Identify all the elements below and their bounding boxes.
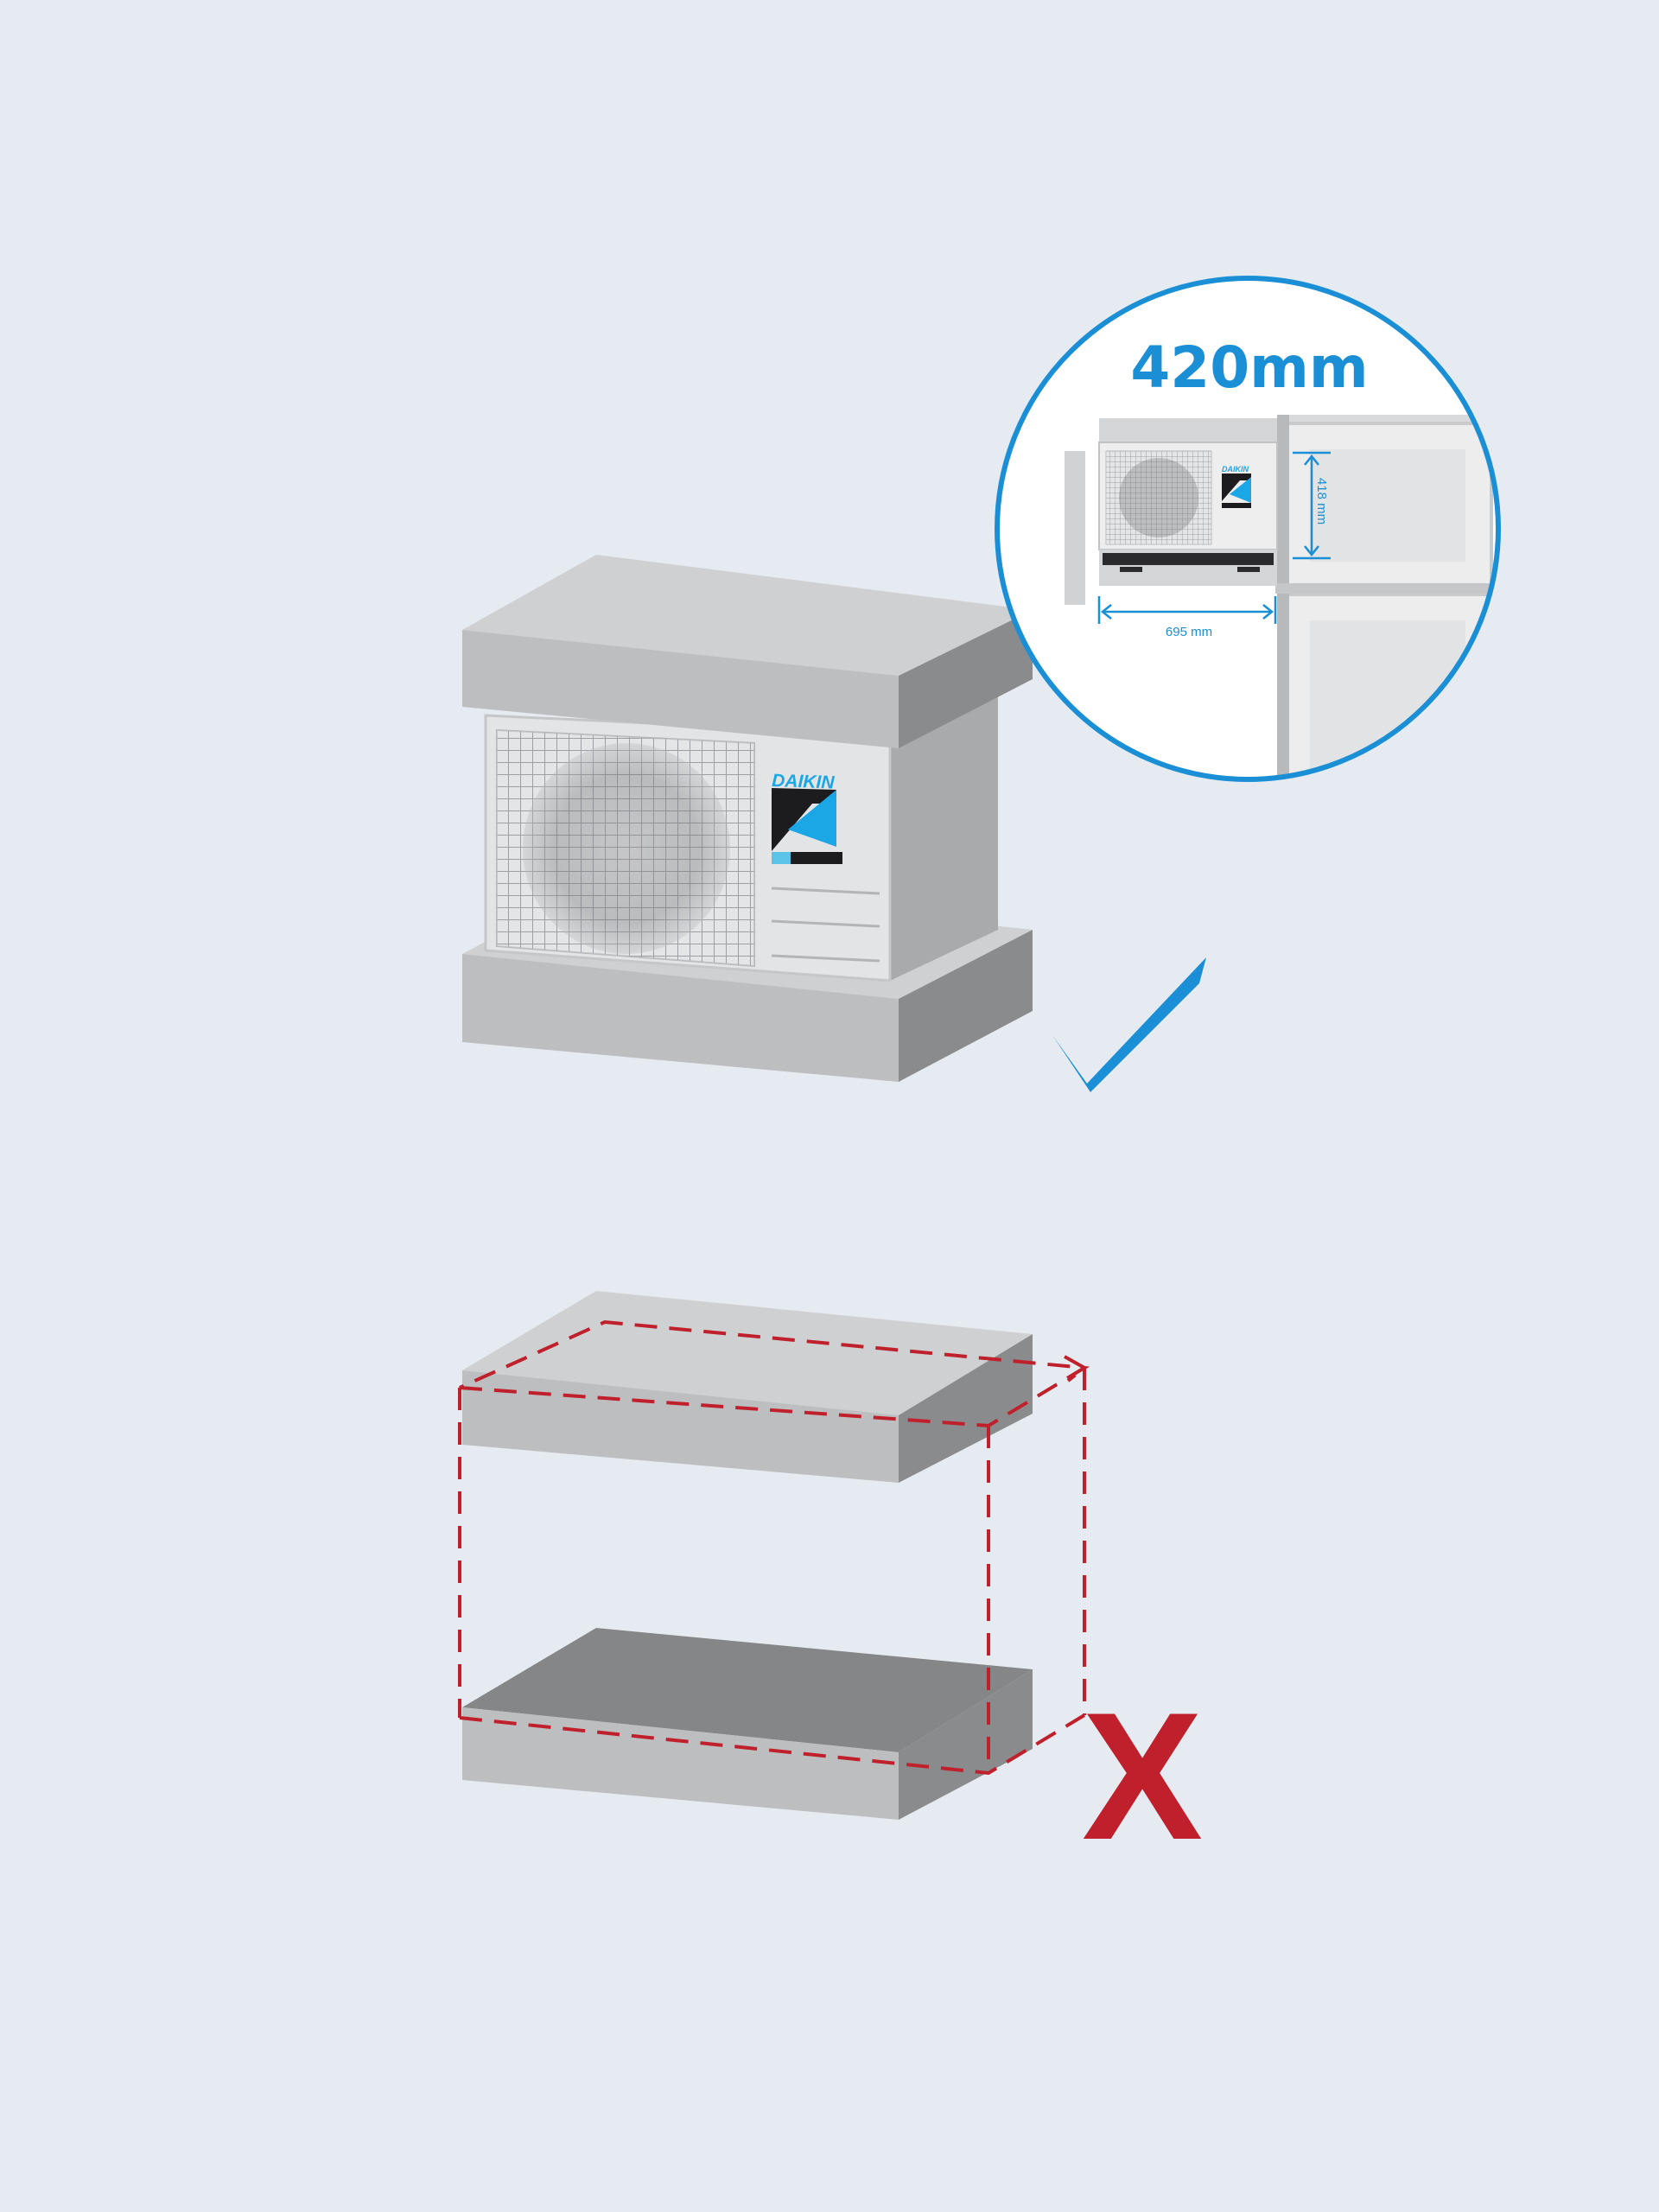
callout-title: 420mm (1130, 334, 1368, 401)
width-label: 695 mm (1166, 625, 1212, 639)
dimension-callout: DAIKIN 418 mm (995, 276, 1501, 782)
lower-slab (462, 1628, 1033, 1820)
missing-unit-outline (458, 1319, 1090, 1776)
side-panel-lines (771, 887, 880, 963)
top-slab (462, 555, 1033, 748)
incorrect-installation: X (458, 1291, 1203, 1878)
svg-text:DAIKIN: DAIKIN (1222, 465, 1249, 474)
correct-installation: DAIKIN (462, 555, 1206, 1092)
outdoor-unit: DAIKIN (484, 687, 998, 982)
callout-outdoor-unit: DAIKIN (1065, 418, 1278, 605)
daikin-logo: DAIKIN (772, 771, 842, 864)
height-label: 418 mm (1314, 478, 1329, 524)
cross-icon: X (1082, 1675, 1203, 1878)
checkmark-icon (1052, 957, 1206, 1092)
upper-slab (462, 1291, 1033, 1483)
wall-window (1275, 415, 1495, 779)
height-dimension (1293, 451, 1331, 560)
width-dimension (1097, 596, 1277, 624)
